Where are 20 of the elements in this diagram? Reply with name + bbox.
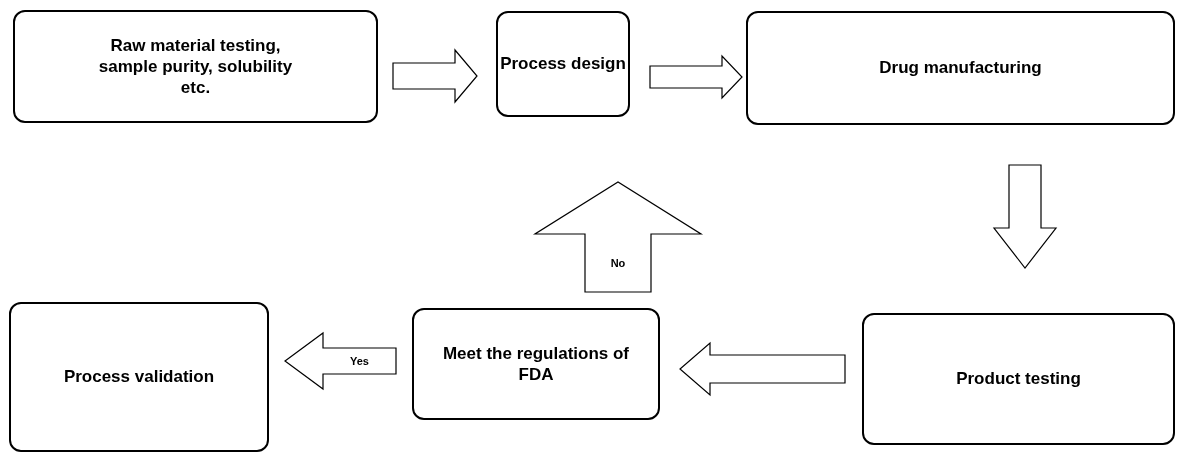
block-arrow: [532, 181, 704, 293]
block-arrow: [649, 54, 743, 100]
edge-label: Yes: [350, 355, 369, 367]
node-label: Process design: [500, 53, 626, 75]
node-label: Meet the regulations of FDA: [441, 342, 631, 386]
block-arrow: [392, 48, 478, 104]
node-label: Process validation: [63, 366, 215, 388]
block-arrow: [992, 164, 1058, 269]
process-box: [862, 313, 1175, 445]
process-box: [9, 302, 269, 452]
process-box: [746, 11, 1175, 125]
process-box: [496, 11, 630, 117]
node-label: Drug manufacturing: [879, 57, 1042, 79]
block-arrow: [679, 341, 846, 397]
block-arrow: [284, 331, 397, 391]
edge-label: No: [610, 257, 626, 269]
process-box: [412, 308, 660, 420]
process-box: [13, 10, 378, 123]
node-label: Raw material testing, sample purity, solubility etc.: [97, 34, 294, 99]
node-label: Product testing: [956, 368, 1081, 390]
